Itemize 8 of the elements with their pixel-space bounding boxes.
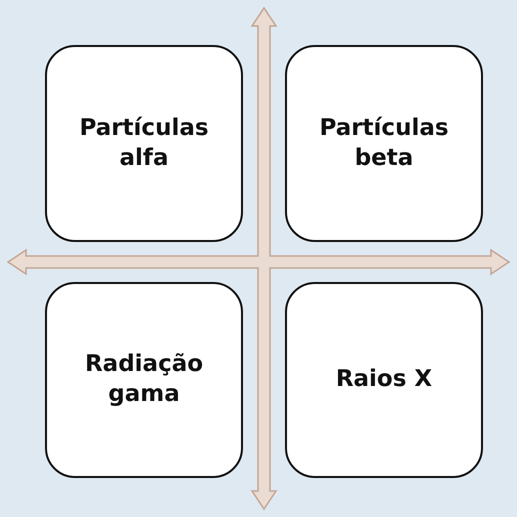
- card-label: Partículas alfa: [78, 114, 210, 172]
- text-card: [45, 282, 243, 478]
- text-card: [285, 45, 483, 242]
- card-label: Partículas beta: [318, 114, 450, 172]
- card-label: Raios X: [336, 365, 432, 394]
- text-card: [45, 45, 243, 242]
- text-card: [285, 282, 483, 478]
- card-label: Radiação gama: [84, 350, 204, 409]
